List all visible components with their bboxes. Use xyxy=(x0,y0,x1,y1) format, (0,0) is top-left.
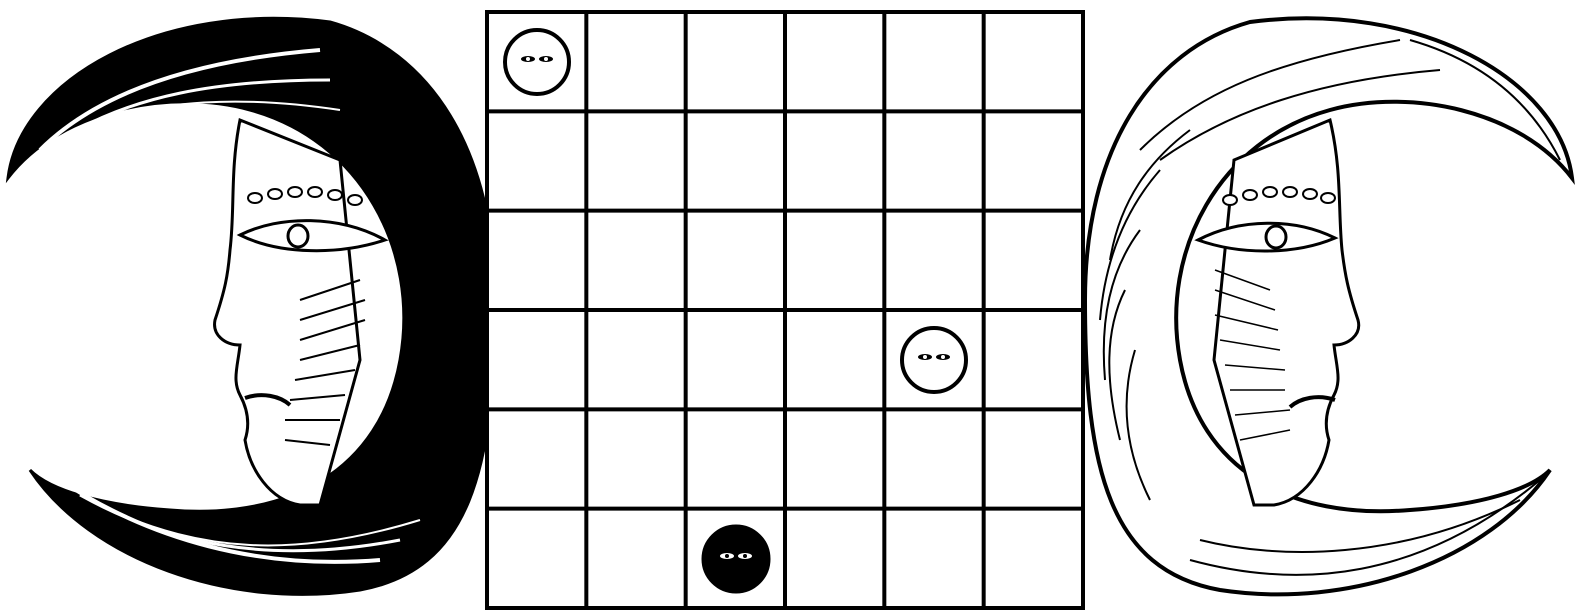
board-cell-r2-c2[interactable] xyxy=(686,211,785,310)
board-cell-r0-c4[interactable] xyxy=(884,12,983,111)
board-cell-r1-c2[interactable] xyxy=(686,111,785,210)
piece-body xyxy=(702,525,770,593)
board-cell-r4-c3[interactable] xyxy=(785,409,884,508)
board-cell-r4-c0[interactable] xyxy=(487,409,586,508)
piece-body xyxy=(902,328,966,392)
board-cell-r1-c3[interactable] xyxy=(785,111,884,210)
left-crescent-moon-face-icon xyxy=(0,0,500,614)
right-crescent-moon-face-icon xyxy=(1080,0,1580,614)
left-moon-face-profile xyxy=(215,120,360,505)
board-cell-r3-c5[interactable] xyxy=(984,310,1083,409)
right-moon-face-profile xyxy=(1214,120,1359,505)
piece-eye-right-pupil xyxy=(544,57,548,61)
board-cell-r5-c0[interactable] xyxy=(487,509,586,608)
board-cell-r2-c5[interactable] xyxy=(984,211,1083,310)
piece-body xyxy=(505,30,569,94)
board-cell-r5-c1[interactable] xyxy=(586,509,685,608)
board-cell-r5-c4[interactable] xyxy=(884,509,983,608)
board-cell-r0-c0[interactable] xyxy=(487,12,586,111)
board-cell-r4-c4[interactable] xyxy=(884,409,983,508)
board-cell-r3-c4[interactable] xyxy=(884,310,983,409)
board-cell-r4-c1[interactable] xyxy=(586,409,685,508)
piece-eye-left-pupil xyxy=(923,355,927,359)
board-cell-r0-c5[interactable] xyxy=(984,12,1083,111)
board-cell-r4-c5[interactable] xyxy=(984,409,1083,508)
board-cell-r1-c1[interactable] xyxy=(586,111,685,210)
board-cells xyxy=(485,10,1085,610)
board-cell-r2-c0[interactable] xyxy=(487,211,586,310)
board-cell-r1-c5[interactable] xyxy=(984,111,1083,210)
piece-eye-left-pupil xyxy=(725,554,729,558)
board-cell-r1-c0[interactable] xyxy=(487,111,586,210)
board-cell-r3-c1[interactable] xyxy=(586,310,685,409)
piece-eye-right-pupil xyxy=(743,554,747,558)
board-cell-r5-c5[interactable] xyxy=(984,509,1083,608)
piece-eye-right-pupil xyxy=(941,355,945,359)
board-cell-r2-c3[interactable] xyxy=(785,211,884,310)
board-cell-r1-c4[interactable] xyxy=(884,111,983,210)
board-cell-r3-c3[interactable] xyxy=(785,310,884,409)
board-cell-r3-c0[interactable] xyxy=(487,310,586,409)
board-cell-r0-c2[interactable] xyxy=(686,12,785,111)
moon-face-outline-piece[interactable] xyxy=(899,325,969,395)
board-cell-r4-c2[interactable] xyxy=(686,409,785,508)
board-cell-r2-c1[interactable] xyxy=(586,211,685,310)
moon-face-outline-piece[interactable] xyxy=(502,27,572,97)
moon-face-filled-piece[interactable] xyxy=(701,524,771,594)
piece-eye-left-pupil xyxy=(526,57,530,61)
board-cell-r5-c2[interactable] xyxy=(686,509,785,608)
board-cell-r0-c1[interactable] xyxy=(586,12,685,111)
game-board xyxy=(485,10,1085,610)
board-cell-r3-c2[interactable] xyxy=(686,310,785,409)
board-cell-r5-c3[interactable] xyxy=(785,509,884,608)
board-cell-r0-c3[interactable] xyxy=(785,12,884,111)
board-cell-r2-c4[interactable] xyxy=(884,211,983,310)
